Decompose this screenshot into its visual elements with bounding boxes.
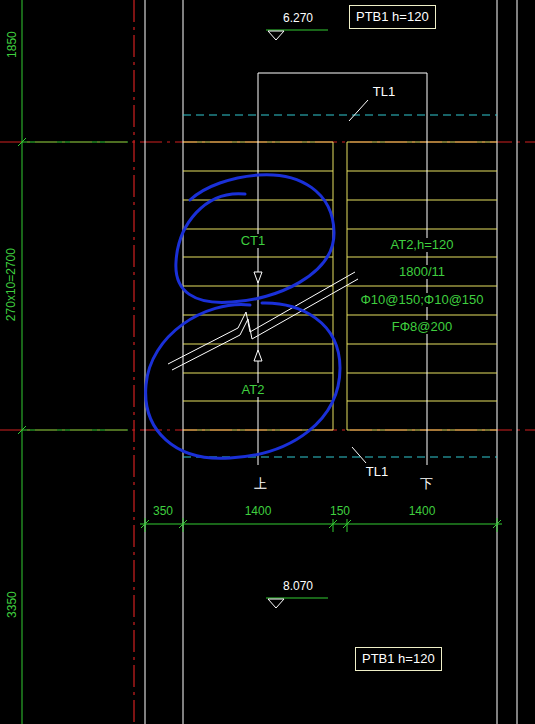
- slab-tag-box: PTB1 h=120: [349, 5, 436, 29]
- slab-tag: PTB1 h=120: [362, 651, 435, 667]
- slab-tag: PTB1 h=120: [356, 9, 429, 25]
- dimension-text: 1400: [407, 505, 438, 518]
- rebar-spec: FΦ8@200: [390, 320, 454, 334]
- wall-line: [145, 0, 517, 724]
- stair-label: CT1: [239, 234, 268, 248]
- dimension-line: [18, 0, 502, 724]
- beam-label: TL1: [364, 465, 390, 479]
- dimension-text: 350: [151, 505, 175, 518]
- dimension-text: 150: [328, 505, 352, 518]
- dimension-text: 1850: [5, 30, 18, 61]
- stair-spec: 1800/11: [397, 265, 447, 279]
- leader-line: [349, 100, 368, 463]
- slab-tag-box: PTB1 h=120: [355, 647, 442, 671]
- dimension-text: 270x10=2700: [5, 246, 18, 323]
- direction-arrow: [254, 272, 262, 361]
- annotation-loop: [146, 175, 340, 459]
- break-line: [168, 272, 358, 370]
- elevation-text: 8.070: [281, 580, 315, 593]
- stair-spec: AT2,h=120: [388, 238, 455, 252]
- elevation-text: 6.270: [281, 12, 315, 25]
- rebar-spec: Φ10@150;Φ10@150: [358, 293, 485, 307]
- beam-label: TL1: [371, 85, 397, 99]
- direction-text: 上: [252, 477, 269, 491]
- stair-label: AT2: [240, 383, 267, 397]
- direction-text: 下: [418, 477, 435, 491]
- dimension-text: 3350: [5, 590, 18, 621]
- stair-tread: [183, 142, 497, 430]
- dimension-text: 1400: [243, 505, 274, 518]
- beam-line: [183, 115, 497, 457]
